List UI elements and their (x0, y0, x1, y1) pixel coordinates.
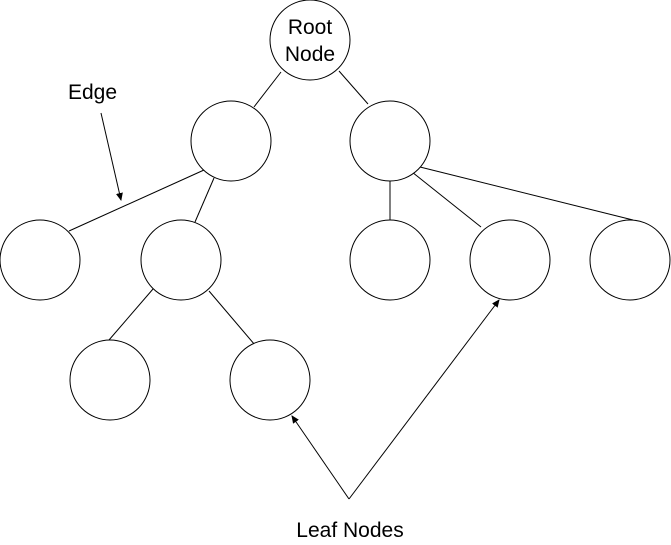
root-node (269, 0, 351, 81)
tree-node-left (190, 100, 272, 182)
tree-node-right-child-3 (589, 219, 671, 301)
tree-node-right-child-1 (349, 219, 431, 301)
edges (68, 70, 634, 346)
root-node-label-line1: Root (288, 16, 333, 39)
edge-root-to-left (253, 71, 282, 108)
leaf-nodes-label: Leaf Nodes (296, 519, 403, 542)
edge-middle-to-bottom-right (208, 290, 256, 346)
leaf-arrow-right (348, 299, 500, 500)
tree-node-bottom-left (69, 339, 151, 421)
tree-node-far-left (0, 219, 81, 301)
edge-right-to-child2 (411, 171, 482, 228)
tree-node-bottom-right (229, 339, 311, 421)
edge-label: Edge (68, 81, 117, 104)
edge-left-to-far-left (68, 169, 205, 232)
edge-left-to-middle (194, 177, 215, 223)
tree-node-middle (140, 219, 222, 301)
edge-root-to-right (338, 70, 369, 105)
annotation-arrows (100, 112, 500, 500)
edge-middle-to-bottom-left (108, 288, 154, 341)
edge-right-to-child3 (419, 166, 634, 221)
tree-node-right-child-2 (469, 219, 551, 301)
root-node-label-line2: Node (285, 43, 335, 66)
nodes (0, 0, 671, 421)
tree-node-right (349, 100, 431, 182)
leaf-arrow-left (291, 415, 350, 500)
edge-label-arrow (100, 112, 123, 201)
